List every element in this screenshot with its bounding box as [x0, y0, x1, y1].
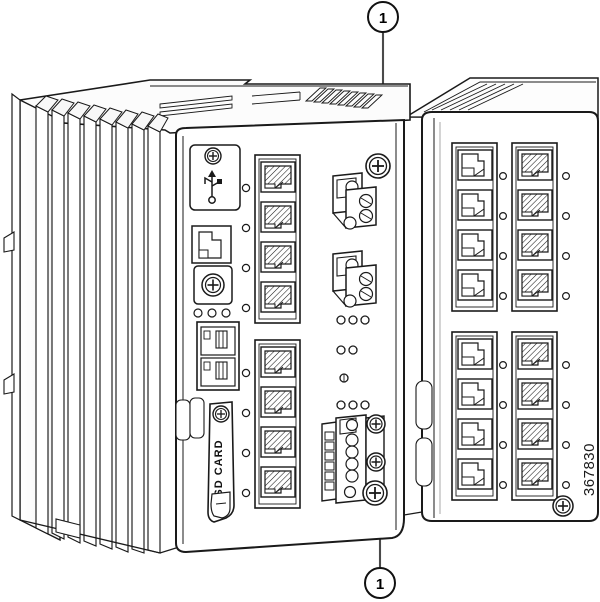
expansion-ports-lower-right[interactable]	[511, 331, 558, 501]
front-panel-bottom-corner	[175, 520, 187, 553]
chassis-to-expansion-joint	[403, 511, 423, 516]
callout-top-circle	[367, 1, 399, 33]
figure-number: 367830	[581, 443, 598, 497]
status-led-7	[336, 400, 346, 410]
status-led-8	[348, 400, 358, 410]
ground-screw[interactable]	[193, 265, 233, 305]
captive-screw-top[interactable]	[365, 153, 391, 179]
expansion-ll-port-1[interactable]	[457, 338, 493, 370]
power-terminal-block-a[interactable]	[332, 172, 377, 230]
alarm-connector[interactable]	[321, 414, 385, 504]
power-terminal-block-b[interactable]	[332, 250, 377, 308]
expansion-ll-port-3[interactable]	[457, 418, 493, 450]
sfp-slots[interactable]	[196, 321, 240, 391]
sd-card-screw[interactable]	[212, 405, 230, 423]
alarm-connector-screw-bottom[interactable]	[343, 485, 357, 499]
expansion-ports-upper-right[interactable]	[511, 142, 558, 312]
chassis-top-ridges	[304, 87, 384, 109]
rj45-upper-port-1[interactable]	[260, 161, 296, 193]
status-leds	[336, 315, 370, 410]
din-clip-lower	[3, 373, 15, 395]
rj45-upper-port-2[interactable]	[260, 201, 296, 233]
expansion-ul-port-1[interactable]	[457, 149, 493, 181]
expansion-ll-port-4[interactable]	[457, 458, 493, 490]
sd-card-label: SD CARD	[213, 439, 225, 496]
expansion-lr-port-4[interactable]	[517, 458, 553, 490]
expansion-ur-port-2[interactable]	[517, 189, 553, 221]
expansion-top-vents	[431, 83, 524, 111]
ptb-a-screw-bottom[interactable]	[343, 216, 357, 230]
captive-screw-mid2[interactable]	[366, 452, 386, 472]
rj45-lower-port-3[interactable]	[260, 426, 296, 458]
sfp-slot-2[interactable]	[200, 357, 236, 387]
base-grip-slot-b	[189, 397, 205, 439]
status-led-5	[348, 345, 358, 355]
expansion-lr-port-2[interactable]	[517, 378, 553, 410]
usb-port[interactable]	[189, 144, 241, 211]
console-port-tab	[198, 249, 209, 259]
heatsink-foot-tab	[55, 518, 81, 539]
expansion-port-leds	[499, 172, 570, 490]
status-led-2	[348, 315, 358, 325]
rj45-lower-port-1[interactable]	[260, 346, 296, 378]
expansion-ur-port-4[interactable]	[517, 269, 553, 301]
expansion-lr-port-1[interactable]	[517, 338, 553, 370]
base-switch-chassis[interactable]: SD CARD	[3, 79, 423, 554]
callout-bottom-label: 1	[376, 576, 384, 593]
alarm-connector-screw-top[interactable]	[345, 418, 359, 432]
expansion-ports-upper-left[interactable]	[451, 142, 498, 312]
front-panel-bottom-right-corner	[391, 517, 405, 539]
expansion-grip-slot-lower	[415, 437, 433, 487]
base-grip-slot-a	[175, 399, 191, 441]
status-led-4	[336, 345, 346, 355]
sd-card-slot[interactable]: SD CARD	[207, 401, 235, 523]
expansion-ur-port-1[interactable]	[517, 149, 553, 181]
din-clip-upper	[3, 231, 15, 253]
rj45-group-lower[interactable]	[254, 339, 301, 509]
sd-card-latch[interactable]	[210, 491, 231, 519]
expansion-ul-port-3[interactable]	[457, 229, 493, 261]
express-setup-leds	[193, 308, 231, 318]
alarm-connector-ribs	[324, 431, 335, 491]
expansion-ul-port-2[interactable]	[457, 189, 493, 221]
sfp-slot-1[interactable]	[200, 326, 236, 356]
alarm-terminal-screws[interactable]	[345, 433, 359, 483]
captive-screw-mid[interactable]	[366, 414, 386, 434]
din-rail-clips	[3, 231, 15, 395]
rj45-group-upper[interactable]	[254, 154, 301, 324]
expansion-grip-slot-upper	[415, 380, 433, 430]
rj45-lower-port-4[interactable]	[260, 466, 296, 498]
expansion-body	[421, 111, 599, 522]
heatsink-end-fin	[11, 92, 21, 521]
expansion-lr-port-3[interactable]	[517, 418, 553, 450]
status-led-1	[336, 315, 346, 325]
expansion-ul-port-4[interactable]	[457, 269, 493, 301]
expansion-ll-port-2[interactable]	[457, 378, 493, 410]
expansion-ports-lower-left[interactable]	[451, 331, 498, 501]
console-port-rj45[interactable]	[191, 225, 232, 264]
status-led-3	[360, 315, 370, 325]
expansion-top-edge-line	[423, 81, 596, 113]
rj45-upper-port-3[interactable]	[260, 241, 296, 273]
ptb-b-screw-bottom[interactable]	[343, 294, 357, 308]
expansion-ur-port-3[interactable]	[517, 229, 553, 261]
usb-port-screw[interactable]	[204, 147, 222, 165]
heatsink-fins	[11, 92, 177, 554]
rj45-upper-port-4[interactable]	[260, 281, 296, 313]
captive-screw-bottom[interactable]	[362, 480, 388, 506]
callout-top-label: 1	[379, 10, 387, 27]
base-port-leds	[241, 183, 251, 498]
status-led-9	[360, 400, 370, 410]
usb-port-bezel	[189, 144, 241, 211]
usb-icon	[204, 170, 222, 204]
expansion-module[interactable]	[403, 77, 599, 522]
rj45-lower-port-2[interactable]	[260, 386, 296, 418]
callout-bottom-circle	[364, 567, 396, 599]
expansion-captive-screw[interactable]	[552, 495, 574, 517]
